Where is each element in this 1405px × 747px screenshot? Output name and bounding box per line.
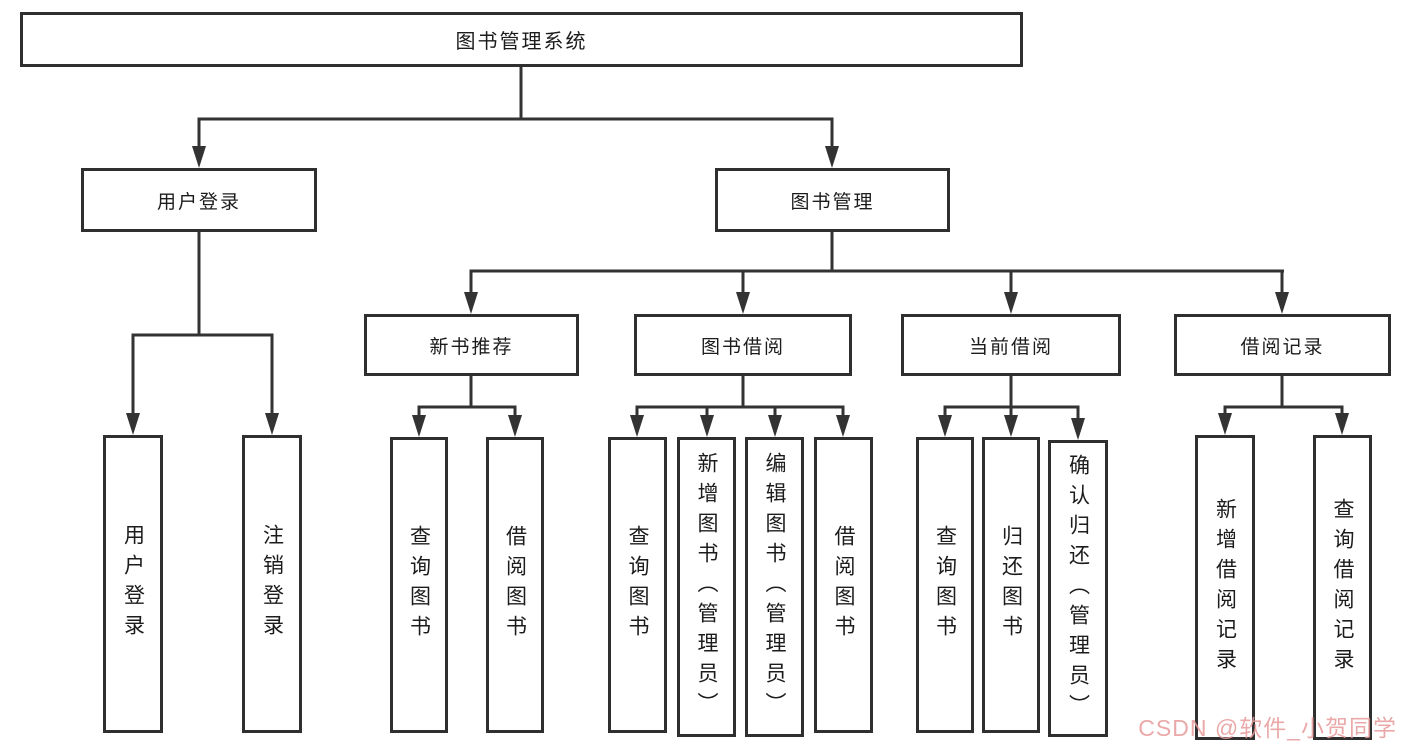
node-current-borrow: 当前借阅 (901, 314, 1121, 376)
leaf-logout: 注销登录 (242, 435, 302, 733)
leaf-user-login: 用户登录 (103, 435, 163, 733)
connector-book-borrow-to-leaves (630, 376, 850, 437)
connector-user-login-to-leaves (126, 232, 279, 435)
node-book-borrow: 图书借阅 (634, 314, 852, 376)
leaf-add-book-admin: 新增图书（管理员） (677, 437, 736, 737)
connector-borrow-records-to-leaves (1218, 376, 1349, 435)
leaf-borrow-book-2: 借阅图书 (814, 437, 873, 733)
node-book-mgmt: 图书管理 (715, 168, 950, 232)
node-new-book-rec: 新书推荐 (364, 314, 579, 376)
node-borrow-records: 借阅记录 (1174, 314, 1391, 376)
leaf-query-book-1: 查询图书 (390, 437, 448, 733)
leaf-add-borrow-record: 新增借阅记录 (1195, 435, 1255, 740)
leaf-edit-book-admin: 编辑图书（管理员） (745, 437, 804, 737)
leaf-query-book-3: 查询图书 (916, 437, 974, 733)
watermark: CSDN @软件_小贺同学 (1138, 715, 1397, 741)
connector-new-book-rec-to-leaves (412, 376, 522, 437)
leaf-confirm-return-admin: 确认归还（管理员） (1048, 440, 1108, 737)
node-user-login: 用户登录 (81, 168, 317, 232)
leaf-query-borrow-record: 查询借阅记录 (1313, 435, 1372, 740)
node-root: 图书管理系统 (20, 12, 1023, 67)
leaf-borrow-book-1: 借阅图书 (486, 437, 544, 733)
leaf-return-book: 归还图书 (982, 437, 1040, 733)
leaf-query-book-2: 查询图书 (608, 437, 667, 733)
connector-book-mgmt-to-level3 (464, 232, 1289, 314)
connector-current-borrow-to-leaves (938, 376, 1085, 440)
connector-root-to-level2 (192, 67, 839, 168)
